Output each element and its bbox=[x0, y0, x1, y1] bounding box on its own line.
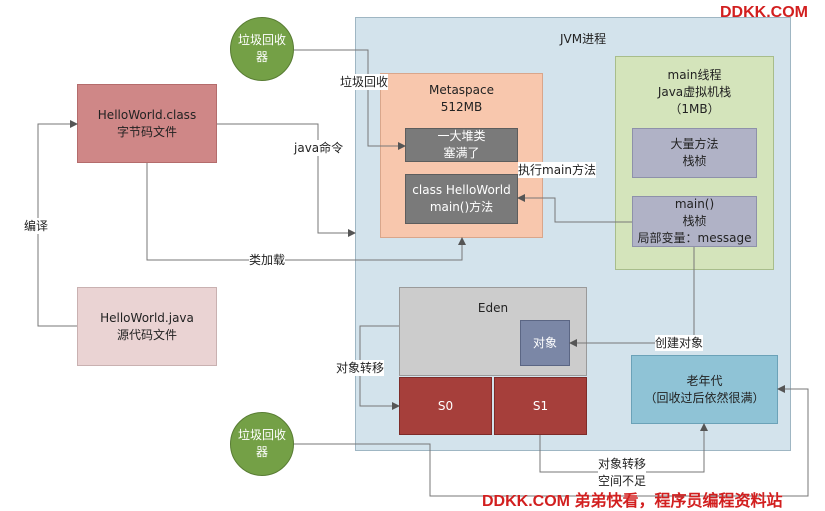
watermark-top: DDKK.COM bbox=[720, 4, 808, 21]
survivor-s1-label: S1 bbox=[532, 398, 549, 413]
label-garbage-collect: 垃圾回收 bbox=[340, 74, 389, 90]
gc-bottom-arrow bbox=[294, 385, 809, 497]
main-method-line: main()方法 bbox=[429, 200, 494, 214]
gc-top-arrow bbox=[294, 49, 406, 150]
label-bottom-line-2: 空间不足 bbox=[598, 474, 647, 488]
gc-bottom-line-1: 垃圾回收 bbox=[237, 428, 286, 442]
frame-main-line-2: 栈桢 bbox=[682, 214, 707, 228]
metaspace-helloworld-class: class HelloWorld main()方法 bbox=[405, 174, 518, 224]
gc-top-line-1: 垃圾回收 bbox=[237, 33, 286, 47]
old-generation-box: 老年代 （回收过后依然很满） bbox=[631, 355, 778, 424]
gc-bottom-line-2: 器 bbox=[255, 445, 268, 459]
old-gen-note: （回收过后依然很满） bbox=[644, 390, 765, 405]
metaspace-junk-classes: 一大堆类 塞满了 bbox=[405, 128, 518, 162]
label-execute-main: 执行main方法 bbox=[518, 162, 596, 178]
label-class-loading: 类加载 bbox=[249, 252, 286, 268]
garbage-collector-top: 垃圾回收 器 bbox=[230, 17, 294, 81]
metaspace-title: Metaspace bbox=[429, 83, 494, 97]
stack-frame-many-methods: 大量方法 栈桢 bbox=[632, 128, 757, 178]
frame-many-line-2: 栈桢 bbox=[682, 154, 707, 168]
label-create-object: 创建对象 bbox=[655, 335, 704, 351]
stack-title-line-2: Java虚拟机栈 bbox=[657, 85, 732, 99]
junk-classes-line-2: 塞满了 bbox=[443, 146, 480, 160]
class-file-name: HelloWorld.class bbox=[97, 107, 197, 122]
garbage-collector-bottom: 垃圾回收 器 bbox=[230, 412, 294, 476]
gc-top-line-2: 器 bbox=[255, 50, 268, 64]
eden-object-label: 对象 bbox=[532, 335, 557, 350]
frame-main-line-1: main() bbox=[674, 197, 715, 211]
stack-title-line-3: （1MB） bbox=[669, 102, 720, 116]
survivor-s0: S0 bbox=[399, 377, 492, 435]
junk-classes-line-1: 一大堆类 bbox=[437, 129, 486, 143]
old-gen-title: 老年代 bbox=[686, 373, 723, 388]
watermark-bottom: DDKK.COM 弟弟快看，程序员编程资料站 bbox=[482, 493, 783, 510]
label-bottom-line-1: 对象转移 bbox=[598, 457, 647, 471]
eden-title: Eden bbox=[477, 301, 509, 315]
helloworld-class-line: class HelloWorld bbox=[412, 183, 511, 197]
helloworld-java-file: HelloWorld.java 源代码文件 bbox=[77, 287, 217, 366]
jvm-process-title: JVM进程 bbox=[560, 32, 607, 46]
class-file-desc: 字节码文件 bbox=[116, 124, 177, 139]
stack-title-line-1: main线程 bbox=[667, 68, 722, 82]
survivor-s0-label: S0 bbox=[437, 398, 454, 413]
java-file-desc: 源代码文件 bbox=[116, 327, 177, 342]
create-object-arrow bbox=[569, 247, 695, 347]
helloworld-class-file: HelloWorld.class 字节码文件 bbox=[77, 84, 217, 163]
stack-frame-main: main() 栈桢 局部变量：message bbox=[632, 196, 757, 247]
frame-main-line-3: 局部变量：message bbox=[637, 231, 752, 245]
metaspace-size: 512MB bbox=[440, 100, 483, 114]
java-file-name: HelloWorld.java bbox=[100, 310, 194, 325]
frame-many-line-1: 大量方法 bbox=[670, 137, 719, 151]
label-transfer-space-insufficient: 对象转移 空间不足 bbox=[598, 456, 647, 490]
label-java-command: java命令 bbox=[294, 140, 344, 156]
execute-main-arrow bbox=[517, 194, 632, 223]
java-command-arrow bbox=[217, 123, 356, 237]
class-loading-arrow bbox=[146, 163, 466, 261]
label-compile: 编译 bbox=[24, 218, 49, 234]
label-object-transfer: 对象转移 bbox=[336, 360, 385, 376]
survivor-s1: S1 bbox=[494, 377, 587, 435]
